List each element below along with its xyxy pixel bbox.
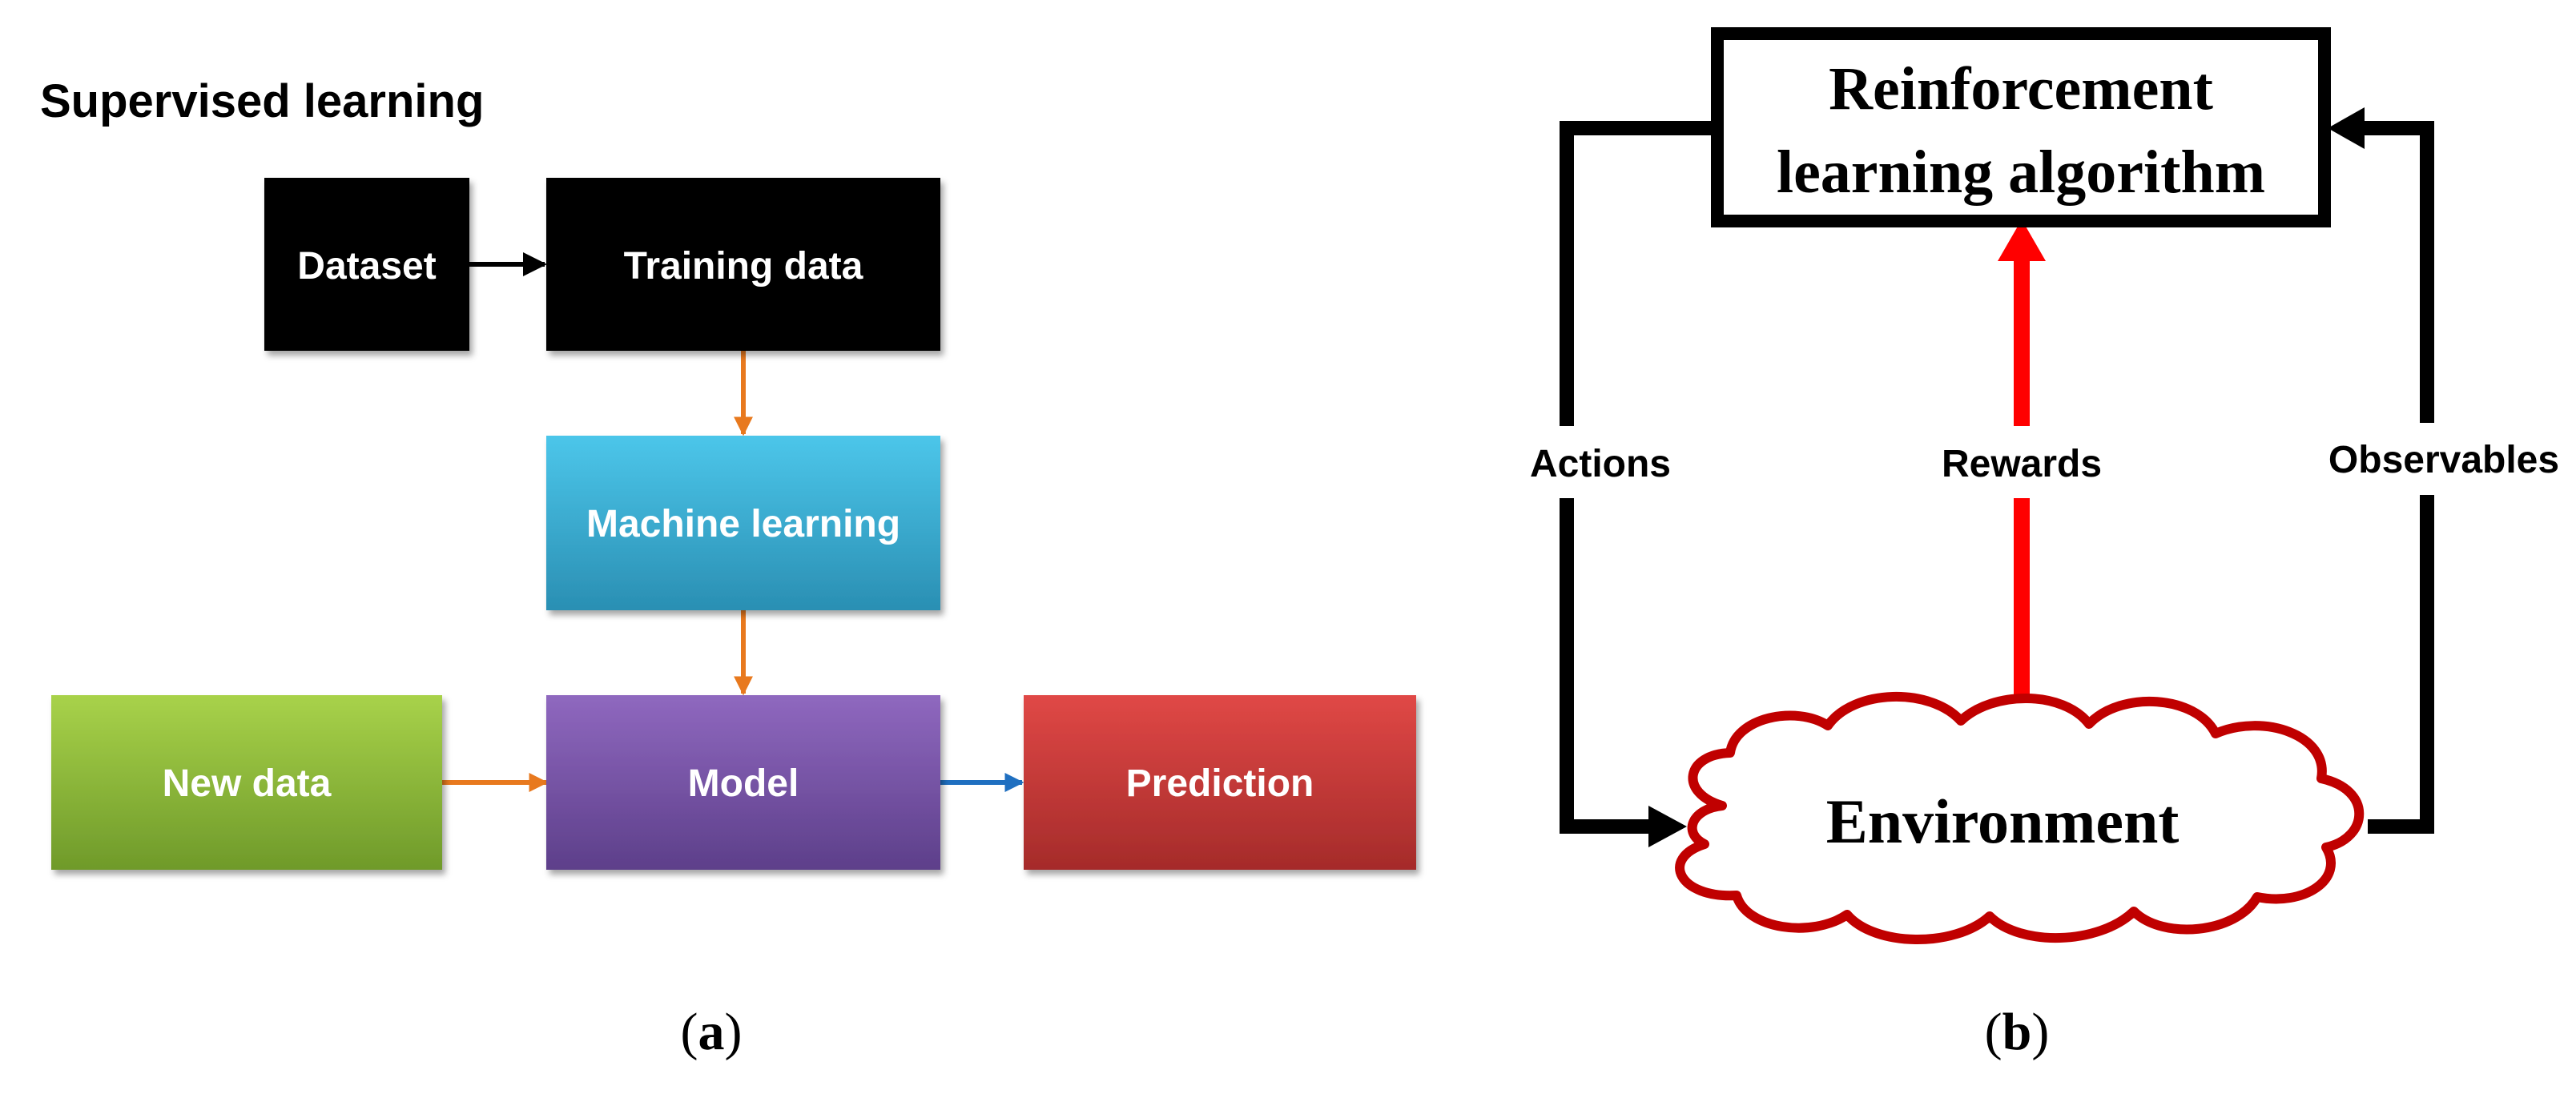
node-model: Model	[546, 695, 940, 870]
panel-a-title: Supervised learning	[40, 75, 484, 127]
panel-b-caption-close: )	[2031, 1003, 2049, 1061]
panel-b: Actions Rewards Observables Reinforcemen…	[1514, 27, 2559, 1061]
panel-a: Supervised learning Dataset Training dat…	[40, 75, 1416, 1061]
rewards-arrowhead	[1998, 219, 2046, 261]
observables-label-bg	[2395, 423, 2459, 495]
actions-label-bg	[1514, 426, 1620, 498]
panel-a-caption-letter: a	[698, 1003, 725, 1061]
panel-b-caption-letter: b	[2002, 1003, 2032, 1061]
node-model-box	[546, 695, 940, 870]
panel-a-caption: (a)	[681, 1003, 743, 1061]
node-training-data-box	[546, 178, 940, 351]
node-machine-learning: Machine learning	[546, 436, 940, 610]
node-rl-algorithm-line2: learning algorithm	[1777, 139, 2265, 206]
node-new-data-box	[51, 695, 442, 870]
actions-label: Actions	[1530, 443, 1671, 485]
node-prediction: Prediction	[1024, 695, 1416, 870]
panel-a-caption-open: (	[681, 1003, 698, 1061]
node-rl-algorithm-line1: Reinforcement	[1829, 55, 2213, 123]
panel-a-caption-close: )	[725, 1003, 743, 1061]
node-dataset: Dataset	[264, 178, 469, 351]
observables-label: Observables	[2328, 439, 2559, 481]
node-machine-learning-box	[546, 436, 940, 610]
node-new-data: New data	[51, 695, 442, 870]
node-environment: Environment	[1675, 691, 2365, 944]
node-machine-learning-label: Machine learning	[586, 503, 900, 545]
node-training-data-label: Training data	[624, 245, 863, 288]
rewards-label: Rewards	[1942, 443, 2102, 485]
panel-b-caption: (b)	[1985, 1003, 2050, 1061]
node-dataset-label: Dataset	[297, 245, 436, 288]
environment-cloud-icon	[1675, 691, 2365, 944]
observables-arrowhead	[2328, 107, 2365, 149]
node-environment-label: Environment	[1826, 786, 2180, 856]
node-new-data-label: New data	[163, 762, 332, 805]
node-rl-algorithm-box	[1711, 27, 2331, 227]
node-model-label: Model	[688, 762, 799, 805]
panel-b-caption-open: (	[1985, 1003, 2002, 1061]
node-training-data: Training data	[546, 178, 940, 351]
node-dataset-box	[264, 178, 469, 351]
node-prediction-label: Prediction	[1126, 762, 1314, 805]
node-rl-algorithm: Reinforcement learning algorithm	[1711, 27, 2331, 227]
actions-arrowhead	[1648, 806, 1687, 847]
rewards-label-bg	[1978, 426, 2065, 498]
node-prediction-box	[1024, 695, 1416, 870]
